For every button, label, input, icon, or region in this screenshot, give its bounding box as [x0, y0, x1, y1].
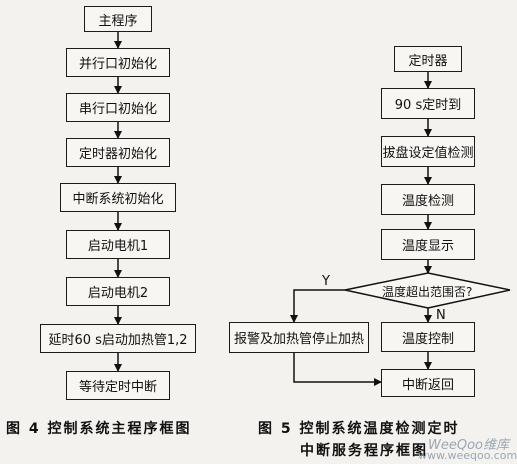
- interrupt-return-box: 中断返回: [381, 369, 475, 397]
- left-step-box: 启动电机2: [66, 277, 170, 306]
- decision-diamond: [344, 272, 511, 309]
- right-step-box: 90 s定时到: [381, 88, 475, 119]
- temp-control-box: 温度控制: [381, 322, 475, 352]
- left-step-box: 中断系统初始化: [60, 183, 176, 212]
- alarm-box: 报警及加热管停止加热: [229, 322, 369, 353]
- right-step-box: 温度检测: [381, 184, 475, 215]
- left-step-box: 串行口初始化: [66, 93, 170, 122]
- figure-5-caption-line2: 中断服务程序框图: [300, 443, 428, 459]
- right-step-box: 温度显示: [381, 229, 475, 260]
- arrow-yes-branch: [290, 289, 345, 323]
- watermark-url: www.weeqoo.com: [418, 449, 517, 462]
- watermark-brand: WeeQoo维库: [428, 438, 509, 453]
- decision-text: 温度超出范围否?: [382, 285, 473, 299]
- yes-label: Y: [322, 274, 330, 289]
- right-start-box: 定时器: [394, 46, 462, 72]
- figure-4-caption: 图 4 控制系统主程序框图: [6, 421, 192, 437]
- left-step-box: 等待定时中断: [66, 371, 170, 400]
- left-step-box: 并行口初始化: [66, 48, 170, 77]
- left-start-box: 主程序: [84, 6, 152, 32]
- arrow-alarm-to-end: [293, 353, 382, 386]
- right-step-box: 拔盘设定值检测: [381, 136, 475, 167]
- no-label: N: [436, 308, 446, 323]
- figure-5-caption-line1: 图 5 控制系统温度检测定时: [258, 421, 460, 437]
- left-step-box: 定时器初始化: [66, 138, 170, 167]
- left-step-box: 启动电机1: [66, 230, 170, 259]
- left-step-box: 延时60 s启动加热管1,2: [40, 324, 196, 353]
